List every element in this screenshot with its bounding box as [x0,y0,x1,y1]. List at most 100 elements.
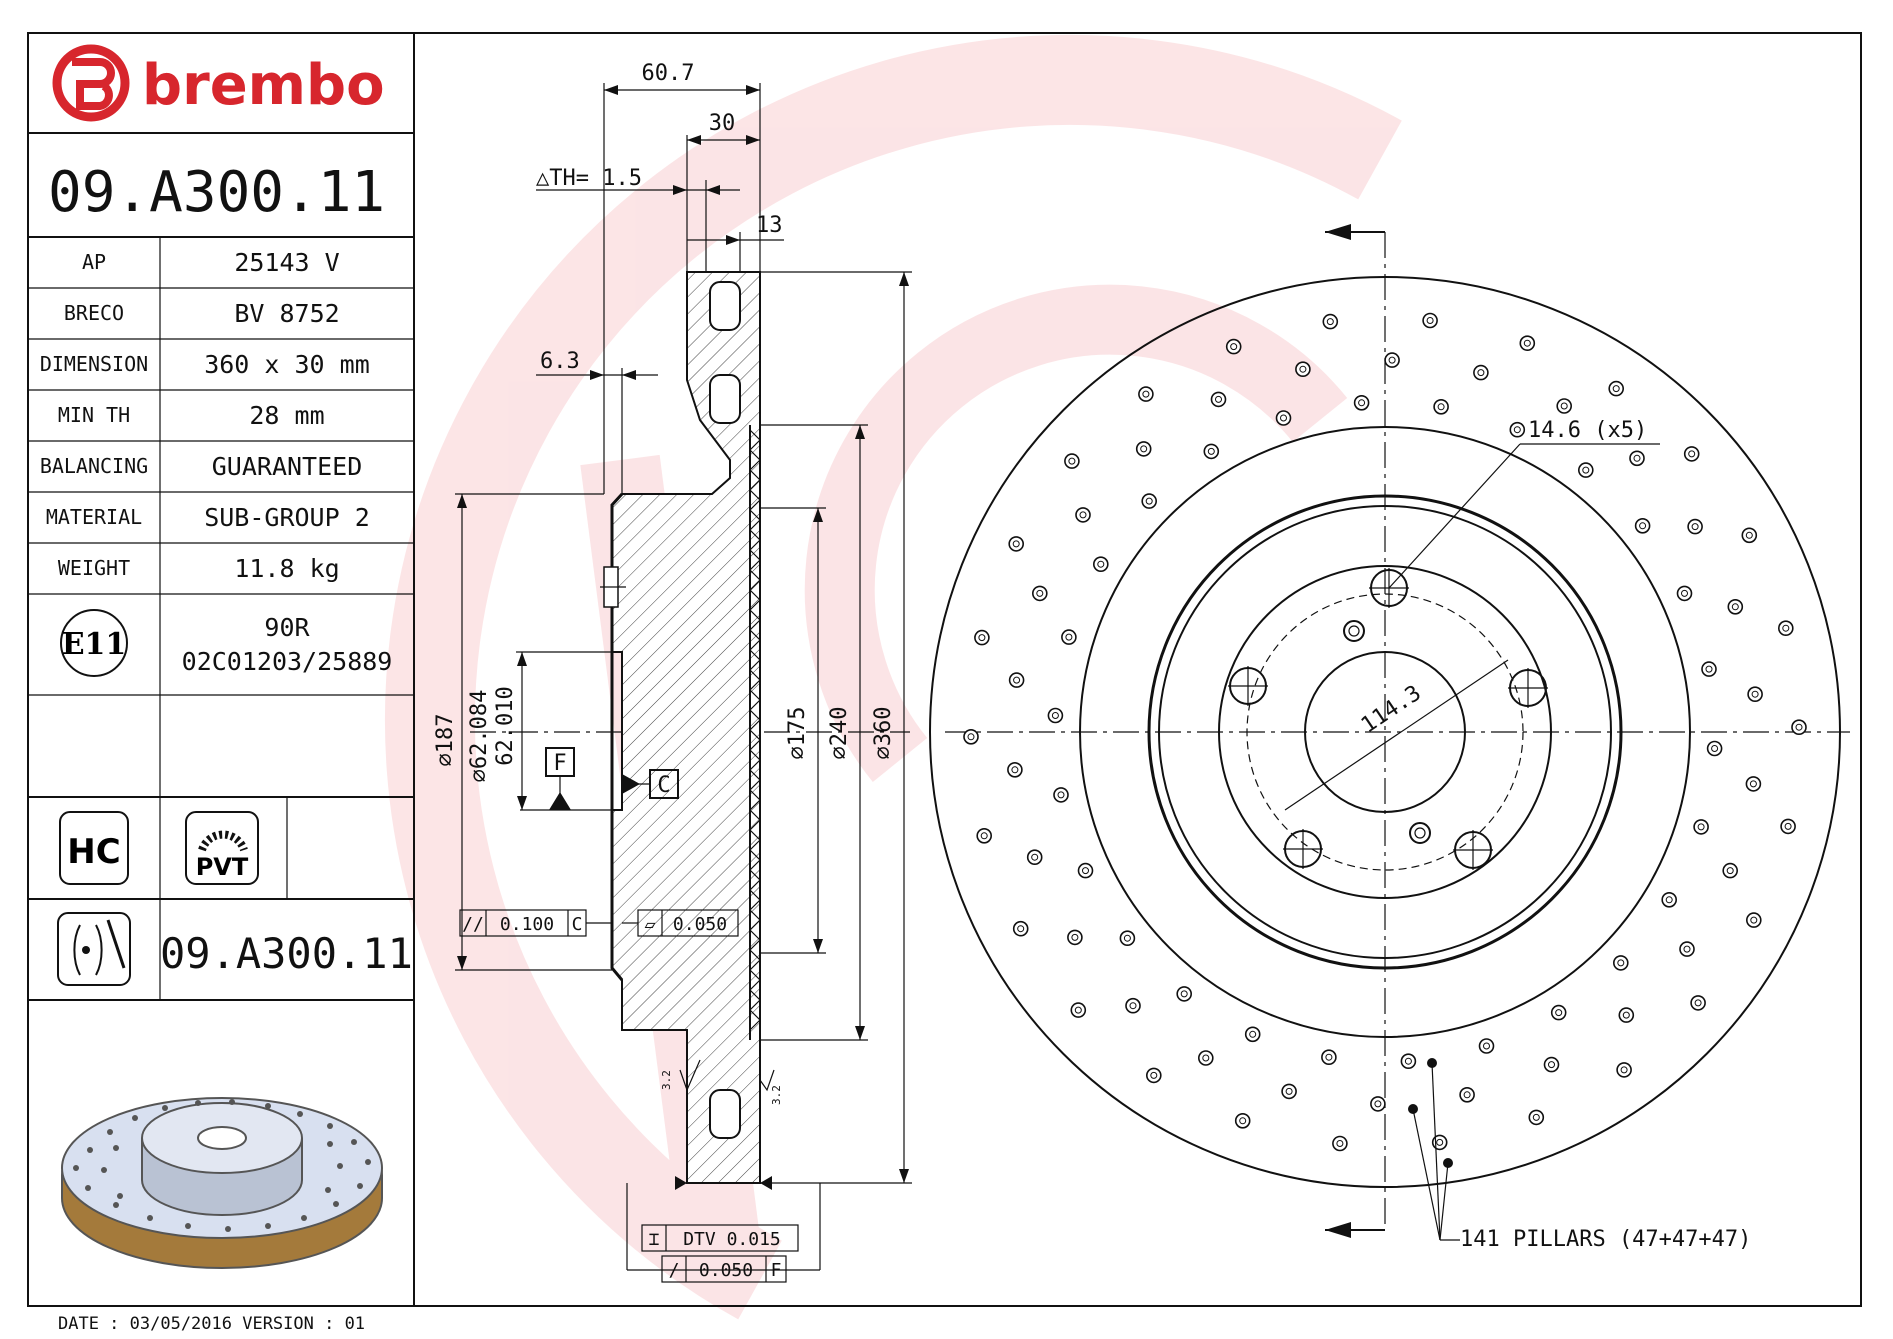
spec-label-balancing: BALANCING [40,454,148,478]
drill-hole [1321,1049,1337,1065]
drill-hole [1093,556,1109,573]
drill-hole [1047,707,1064,724]
drill-hole [1067,929,1083,946]
drill-hole-inner [1079,511,1087,519]
svg-text:F: F [771,1260,782,1281]
drill-hole [1478,1038,1495,1054]
svg-text://: // [462,914,484,935]
drill-hole [1683,446,1700,462]
drill-hole-inner [1784,822,1792,830]
title-block [28,132,414,1001]
spec-label-min-th: MIN TH [58,403,130,427]
drill-hole [1203,443,1220,460]
drill-hole [1146,1067,1162,1084]
sheet-border [27,32,1862,1307]
drill-hole [976,827,993,844]
drill-hole-inner [1071,933,1079,941]
drill-hole-inner [1622,1011,1630,1019]
drill-hole-inner [1617,959,1625,967]
drill-hole-inner [1683,945,1691,953]
drill-hole-inner [1639,522,1647,530]
drill-hole-inner [1065,633,1073,641]
drill-hole-inner [1036,589,1044,597]
drill-hole [1012,920,1029,937]
drill-hole-inner [1031,853,1039,861]
drill-hole [1661,891,1677,908]
drill-hole [1077,862,1094,879]
drill-hole [1679,941,1695,957]
drill-hole-inner [1057,791,1065,799]
drill-hole [1791,719,1807,736]
drill-hole-inner [1140,445,1148,453]
drill-hole-inner [1326,318,1334,326]
lug-holes [1228,568,1548,870]
svg-text:PVT: PVT [196,853,249,881]
drill-hole [1008,672,1025,688]
drill-hole-inner [1749,780,1757,788]
brembo-logo: brembo [52,44,385,122]
drill-hole [1138,386,1154,402]
drill-hole-inner [1123,934,1131,942]
homologation: E11 90R 02C01203/25889 [60,609,393,677]
drill-hole [1026,849,1043,866]
disc-illustration [61,1097,383,1269]
drill-hole [1629,450,1645,467]
drill-hole [1125,997,1141,1014]
drill-hole [1295,361,1311,378]
drill-hole-inner [1751,690,1759,698]
drill-hole [1746,912,1762,928]
drill-hole [1543,1056,1560,1073]
drill-hole-inner [1782,624,1790,632]
e11-mark: E11 [62,627,127,662]
drill-hole [1225,338,1242,355]
dim-d187: ⌀187 [433,714,458,767]
drill-hole-inner [1215,395,1222,403]
drill-hole [974,629,990,646]
pcd-label: 114.3 [1357,681,1426,739]
footer-date: DATE : 03/05/2016 VERSION : 01 [58,1314,365,1334]
drill-hole-inner [1555,1009,1563,1017]
drill-hole [1008,536,1025,552]
drill-hole-inner [967,733,975,741]
drill-hole-inner [1230,343,1238,351]
drill-hole-inner [1513,426,1521,434]
drill-hole [1528,1109,1545,1126]
drill-hole-inner [1731,603,1739,611]
drill-hole [963,728,979,745]
spec-label-weight: WEIGHT [58,556,130,580]
drill-hole-inner [1336,1140,1344,1147]
drill-hole [1053,787,1069,803]
drill-hole-inner [1299,365,1307,373]
dim-overall-width: 60.7 [642,61,695,86]
dim-d240: ⌀240 [827,707,852,760]
drill-hole [1701,661,1717,677]
svg-text:0.050: 0.050 [673,914,727,935]
drill-hole [1747,686,1763,703]
fcf-dtv: ⌶ DTV 0.015 [641,1224,799,1252]
drill-hole [1135,441,1152,457]
drill-hole-inner [1325,1053,1333,1061]
dim-d62-hi: ⌀62.084 [467,690,492,783]
dim-delta-th: △TH= 1.5 [536,166,642,191]
drill-hole-inner [978,634,986,642]
svg-text:▱: ▱ [645,914,656,935]
roughness-left: 3.2 [660,1070,673,1090]
drill-hole [1400,1053,1417,1069]
drill-hole-inner [1280,414,1287,422]
drill-hole [1519,335,1536,352]
drill-hole-inner [1074,1006,1082,1014]
drill-hole-inner [1697,823,1705,831]
homologation-line2: 02C01203/25889 [182,647,393,676]
drill-hole-inner [1750,916,1758,924]
dim-six-three: 6.3 [540,349,580,374]
drill-hole-inner [1239,1117,1247,1125]
drill-hole-inner [1285,1087,1293,1095]
spec-label-ap: AP [82,250,106,274]
drill-hole [1613,955,1629,971]
drill-hole [1459,1087,1475,1103]
drill-hole [1281,1083,1297,1100]
drill-hole-inner [1150,1071,1158,1079]
drill-hole-inner [1145,497,1153,505]
drill-hole-inner [1436,1138,1444,1146]
drill-hole-inner [1795,723,1803,731]
